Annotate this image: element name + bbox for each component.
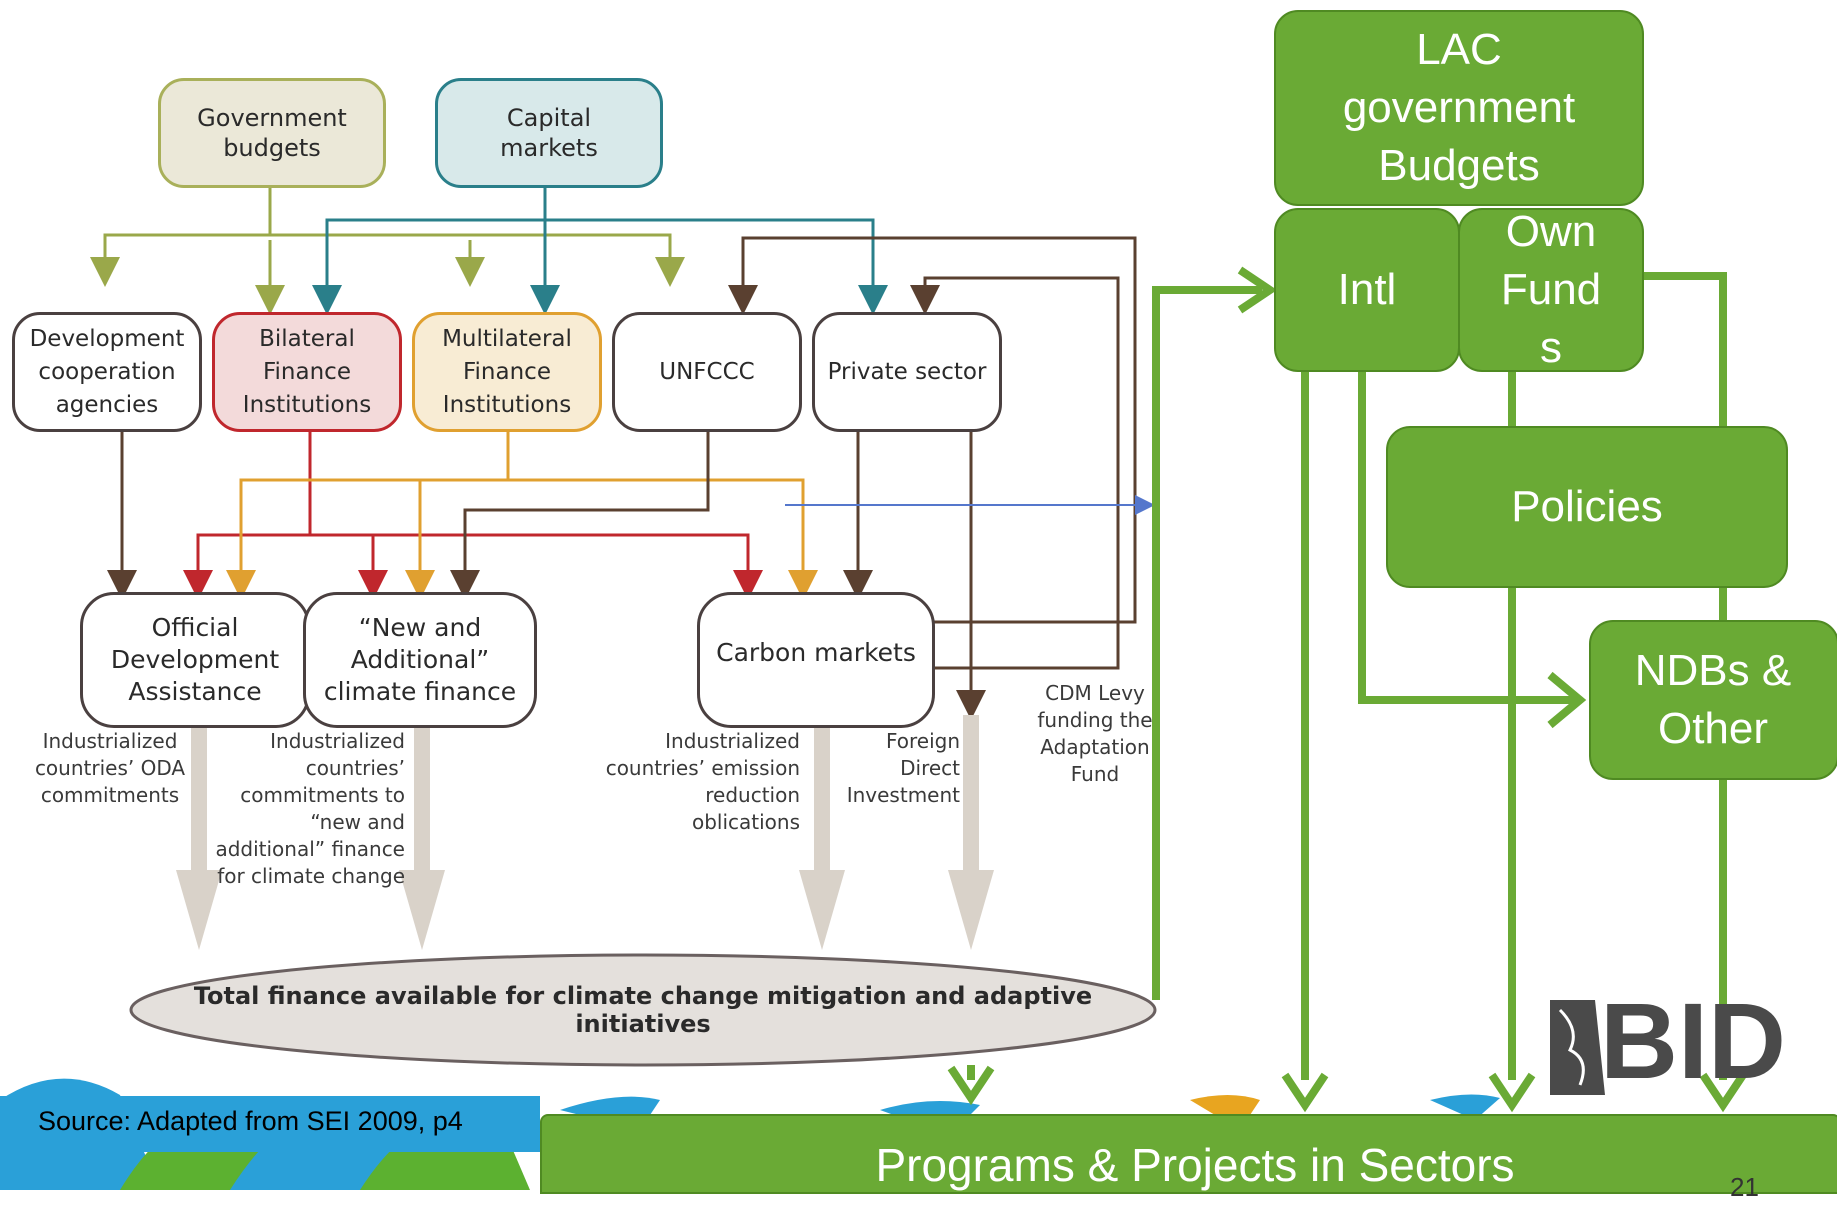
new-additional-box — [303, 592, 537, 728]
capital-markets-box — [435, 78, 663, 188]
note-cdm-levy: CDM Levy funding the Adaptation Fund — [1037, 681, 1153, 786]
government-budgets-label: Government budgets — [197, 104, 347, 162]
private-sector-label: Private sector — [827, 359, 987, 385]
intl-label: Intl — [1337, 265, 1397, 314]
multilateral-fi-label: Multilateral Finance Institutions — [442, 325, 572, 418]
note-oda-commitments: Industrialized countries’ ODA commitment… — [34, 729, 186, 807]
carbon-markets-label: Carbon markets — [716, 637, 916, 667]
private-sector-box — [812, 312, 1002, 432]
note-new-additional-commitments: Industrialized countries’ commitments to… — [215, 729, 405, 888]
lac-budgets-label: LAC government Budgets — [1342, 25, 1576, 190]
ndbs-box — [1589, 620, 1837, 780]
government-budgets-box — [158, 78, 386, 188]
note-fdi: Foreign Direct Investment — [846, 729, 960, 807]
ndbs-label: NDBs & Other — [1634, 646, 1792, 753]
policies-label: Policies — [1511, 482, 1663, 531]
bilateral-fi-box — [212, 312, 402, 432]
page-number: 21 — [1730, 1172, 1759, 1202]
oda-label: Official Development Assistance — [110, 613, 280, 706]
policies-box — [1386, 426, 1788, 588]
source-note-bg — [0, 1096, 540, 1152]
unfccc-box — [612, 312, 802, 432]
programs-box — [540, 1114, 1837, 1194]
bid-logo-mark — [1550, 1000, 1605, 1095]
programs-label: Programs & Projects in Sectors — [875, 1139, 1515, 1191]
development-agencies-label: Development cooperation agencies — [29, 325, 185, 418]
own-funds-label: Own Fund s — [1500, 207, 1602, 372]
total-finance-ellipse — [129, 953, 1157, 1067]
multilateral-fi-box — [412, 312, 602, 432]
unfccc-label: UNFCCC — [659, 359, 755, 385]
new-additional-label: “New and Additional” climate finance — [323, 613, 517, 706]
development-agencies-box — [12, 312, 202, 432]
bid-logo: BID — [1600, 980, 1786, 1101]
total-finance-label: Total finance available for climate chan… — [193, 982, 1093, 1038]
lac-budgets-box — [1274, 10, 1644, 206]
capital-markets-label: Capital markets — [500, 104, 598, 162]
own-funds-box — [1458, 208, 1644, 372]
source-note: Source: Adapted from SEI 2009, p4 — [38, 1106, 463, 1136]
note-emission-obligations: Industrialized countries’ emission reduc… — [605, 729, 800, 834]
flow-arrows — [176, 715, 994, 950]
carbon-markets-box — [697, 592, 935, 728]
oda-box — [80, 592, 310, 728]
bilateral-fi-label: Bilateral Finance Institutions — [242, 325, 372, 418]
